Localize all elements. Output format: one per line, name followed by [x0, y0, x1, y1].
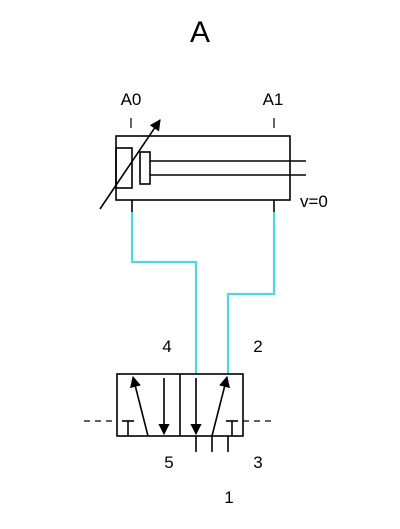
- directional-control-valve: [84, 373, 276, 452]
- valve-port-1-label: 1: [224, 488, 233, 507]
- valve-port-3-label: 3: [253, 453, 262, 472]
- pneumatic-cylinder: [99, 119, 306, 210]
- valve-port-4-label: 4: [162, 337, 171, 356]
- cylinder-port-a1-label: A1: [263, 90, 284, 109]
- diagram-title: A: [190, 16, 210, 49]
- pipe-line-4: [130, 212, 198, 374]
- valve-port-2-label: 2: [253, 337, 262, 356]
- cylinder-piston: [139, 151, 151, 185]
- cylinder-port-a0-label: A0: [121, 90, 142, 109]
- valve-port-5-label: 5: [164, 453, 173, 472]
- adjustable-cushion-arrow: [99, 119, 161, 210]
- pipe-line-2: [226, 212, 276, 374]
- left-flow-arrow-up: [130, 375, 149, 437]
- right-flow-arrow-up: [211, 375, 230, 437]
- velocity-label: v=0: [300, 192, 328, 211]
- cylinder-cushion: [115, 147, 133, 189]
